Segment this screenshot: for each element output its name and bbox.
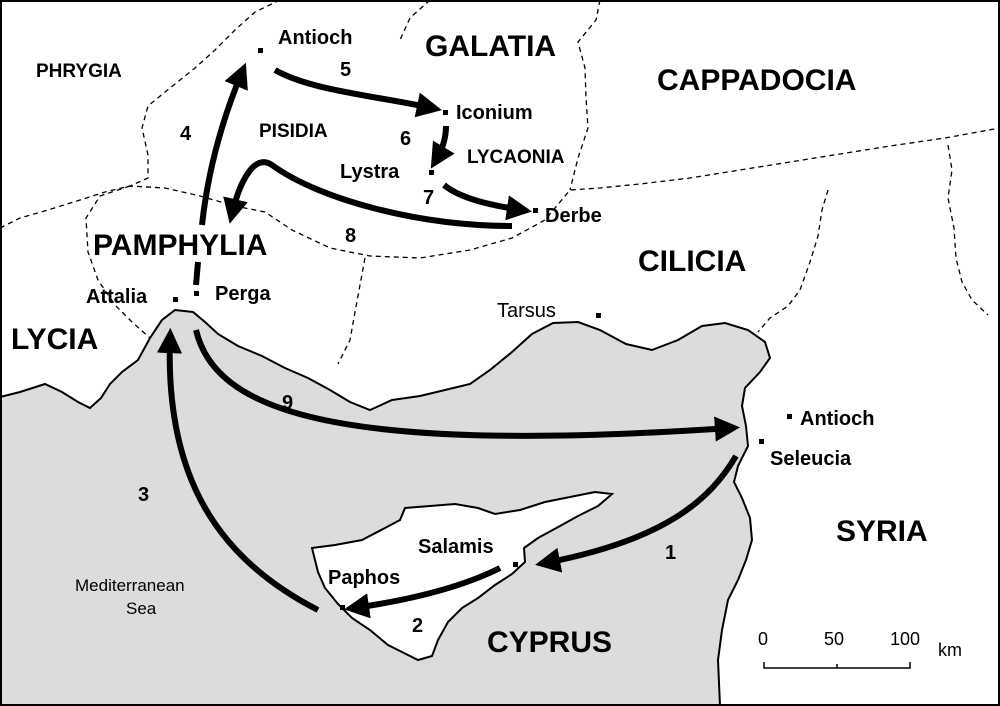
route-number-4: 4: [180, 123, 192, 145]
region-label-cyprus: CYPRUS: [487, 626, 612, 659]
route-number-8: 8: [345, 225, 356, 247]
region-label-syria: SYRIA: [836, 515, 928, 548]
iconium-marker: [443, 110, 448, 115]
city-label-tarsus: Tarsus: [497, 300, 556, 322]
lystra-marker: [429, 170, 434, 175]
scale-unit: km: [938, 640, 962, 660]
city-label-antioch-syria: Antioch: [800, 408, 874, 430]
route-leg-6: [430, 125, 455, 169]
route-number-1: 1: [665, 542, 676, 564]
scale-tick-100: 100: [890, 629, 920, 649]
region-label-lycia: LYCIA: [11, 323, 98, 356]
scale-tick-50: 50: [824, 629, 844, 649]
route-leg-pamphylia: [193, 261, 201, 286]
derbe-marker: [533, 208, 538, 213]
attalia-marker: [173, 297, 178, 302]
region-label-galatia: GALATIA: [425, 30, 556, 63]
city-label-paphos: Paphos: [328, 567, 400, 589]
region-label-cappadocia: CAPPADOCIA: [657, 64, 856, 97]
city-label-attalia: Attalia: [86, 286, 148, 308]
route-leg-9: [193, 329, 741, 442]
route-leg-7: [442, 182, 532, 221]
city-label-iconium: Iconium: [456, 102, 533, 124]
city-label-lystra: Lystra: [340, 161, 400, 183]
city-label-salamis: Salamis: [418, 536, 494, 558]
antioch-pisidia-marker: [258, 48, 263, 53]
region-label-lycaonia: LYCAONIA: [467, 147, 565, 168]
route-number-5: 5: [340, 59, 351, 81]
seleucia-marker: [759, 439, 764, 444]
region-label-pisidia: PISIDIA: [259, 121, 328, 142]
mediterranean-sea: [0, 308, 772, 706]
region-label-phrygia: PHRYGIA: [36, 61, 122, 82]
sea-label-line-2: Sea: [126, 599, 157, 618]
city-label-antioch-pisidia: Antioch: [278, 27, 352, 49]
sea-label-line-1: Mediterranean: [75, 576, 185, 595]
route-number-2: 2: [412, 615, 423, 637]
route-leg-3: [156, 327, 320, 613]
route-number-7: 7: [423, 187, 434, 209]
route-number-6: 6: [400, 128, 411, 150]
scale-bar: 0 50 100 km: [758, 629, 962, 669]
route-leg-2: [344, 565, 502, 619]
route-number-3: 3: [138, 484, 149, 506]
region-label-cilicia: CILICIA: [638, 245, 746, 278]
route-number-9: 9: [282, 392, 293, 414]
city-markers: [173, 48, 792, 610]
city-label-perga: Perga: [215, 283, 271, 305]
paphos-marker: [340, 605, 345, 610]
route-leg-8: [223, 159, 513, 229]
route-leg-4: [199, 62, 248, 226]
perga-marker: [194, 291, 199, 296]
antioch-syria-marker: [787, 414, 792, 419]
city-label-derbe: Derbe: [545, 205, 602, 227]
route-leg-1: [535, 454, 739, 573]
region-borders: [0, 0, 1000, 365]
scale-tick-0: 0: [758, 629, 768, 649]
route-leg-5: [273, 67, 442, 118]
salamis-marker: [513, 562, 518, 567]
region-label-pamphylia: PAMPHYLIA: [93, 229, 267, 262]
route-arrows: [156, 62, 741, 619]
cyprus-island: [310, 490, 615, 662]
city-label-seleucia: Seleucia: [770, 448, 852, 470]
tarsus-marker: [596, 313, 601, 318]
